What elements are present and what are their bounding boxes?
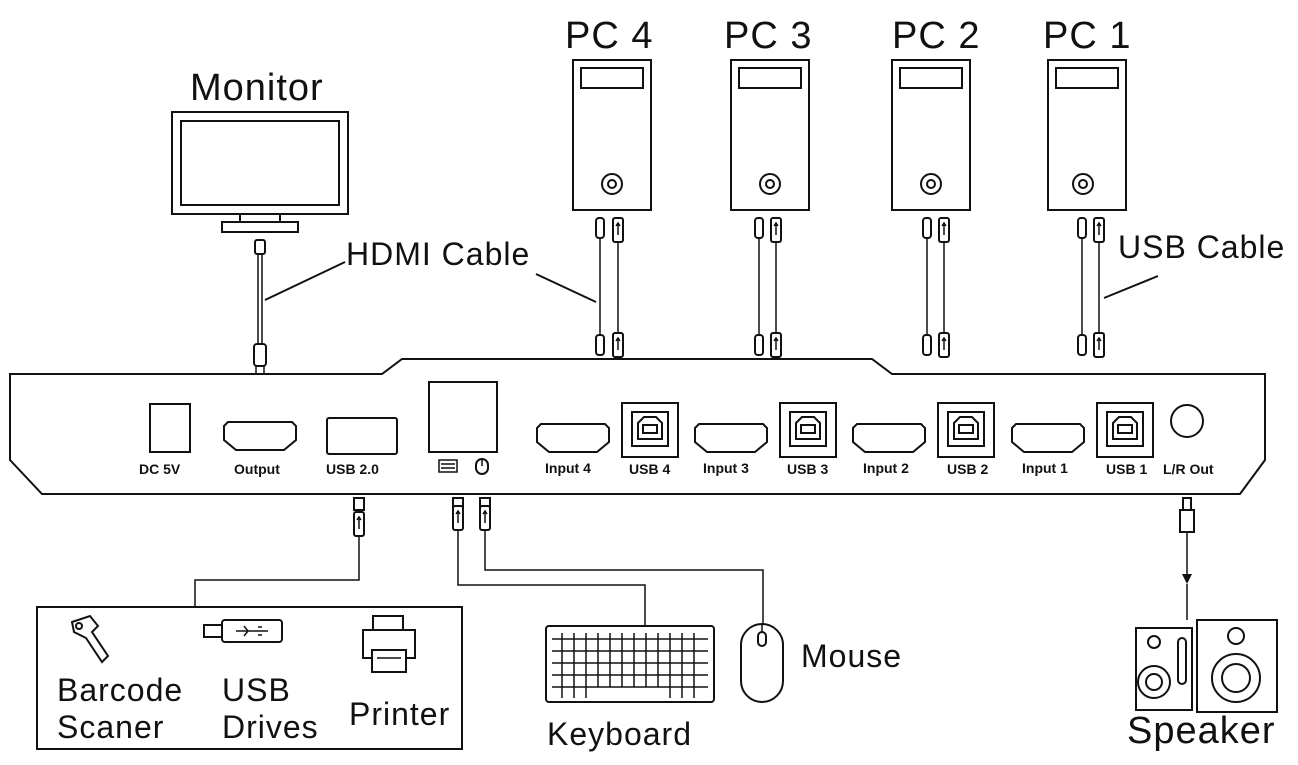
input3-port	[694, 423, 768, 453]
input4-label: Input 4	[545, 460, 591, 476]
keyboard-icon	[545, 625, 715, 703]
usb-drive-icon	[203, 619, 283, 643]
pc3-cables	[754, 217, 782, 358]
usb20-label: USB 2.0	[326, 461, 379, 477]
mouse-port-icon	[475, 458, 489, 475]
usb-drives-label-1: USB	[222, 672, 291, 708]
input1-port	[1011, 423, 1085, 453]
audio-cable	[1179, 497, 1195, 620]
input1-label: Input 1	[1022, 460, 1068, 476]
pc1-cables	[1077, 217, 1105, 358]
pc4-tower	[572, 59, 652, 211]
monitor-icon	[171, 111, 349, 233]
usb-cable-label: USB Cable	[1118, 229, 1285, 265]
usb2-label: USB 2	[947, 461, 988, 477]
keyboard-port-icon	[438, 459, 458, 473]
keyboard-label: Keyboard	[547, 716, 692, 752]
pc1-tower	[1047, 59, 1127, 211]
pc4-label: PC 4	[565, 15, 653, 57]
pc3-tower	[730, 59, 810, 211]
lrout-label: L/R Out	[1163, 461, 1214, 477]
usb-drives-label-2: Drives	[222, 709, 319, 745]
speaker-label: Speaker	[1127, 710, 1276, 752]
kb-mouse-port	[428, 381, 498, 453]
pc3-label: PC 3	[724, 15, 812, 57]
dc5v-port	[149, 403, 191, 453]
mouse-label: Mouse	[801, 638, 902, 674]
input2-label: Input 2	[863, 460, 909, 476]
monitor-label: Monitor	[190, 67, 324, 109]
pc1-label: PC 1	[1043, 15, 1131, 57]
usb1-label: USB 1	[1106, 461, 1147, 477]
usb4-port	[621, 402, 679, 458]
pc2-cables	[922, 217, 950, 358]
pc2-tower	[891, 59, 971, 211]
pc2-label: PC 2	[892, 15, 980, 57]
printer-label: Printer	[349, 696, 450, 732]
dc5v-label: DC 5V	[139, 461, 181, 477]
usb1-port	[1096, 402, 1154, 458]
usb20-cable	[194, 497, 365, 607]
input2-port	[852, 423, 926, 453]
lrout-port	[1170, 404, 1204, 438]
output-label: Output	[234, 461, 280, 477]
output-port	[223, 421, 297, 451]
hdmi-cable-monitor	[253, 239, 267, 374]
barcode-label-2: Scaner	[57, 709, 164, 745]
usb20-port	[326, 417, 398, 455]
input4-port	[536, 423, 610, 453]
printer-icon	[362, 615, 416, 673]
usb3-port	[779, 402, 837, 458]
usb4-label: USB 4	[629, 461, 670, 477]
pc4-cables	[595, 217, 624, 358]
barcode-label-1: Barcode	[57, 672, 183, 708]
mouse-icon	[740, 623, 784, 703]
kb-mouse-cables	[452, 497, 764, 626]
hdmi-cable-label: HDMI Cable	[346, 236, 530, 272]
speaker-icon	[1135, 619, 1278, 713]
usb2-port	[937, 402, 995, 458]
barcode-scanner-icon	[70, 614, 110, 664]
input3-label: Input 3	[703, 460, 749, 476]
usb3-label: USB 3	[787, 461, 828, 477]
